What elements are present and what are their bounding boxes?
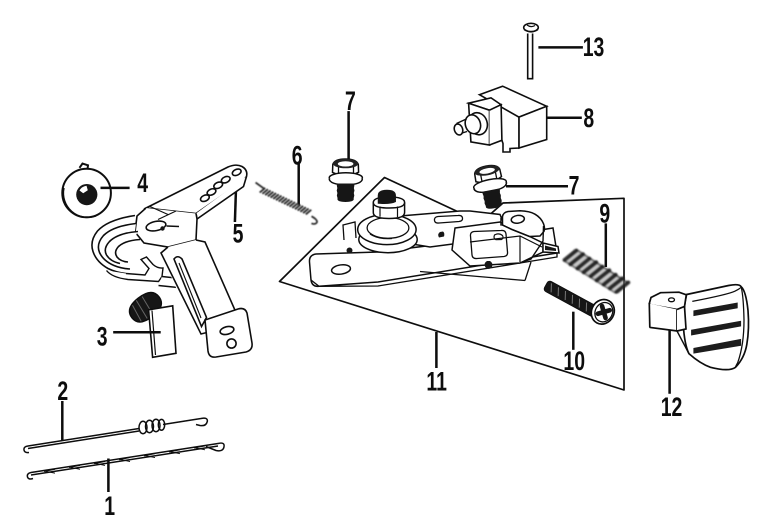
svg-text:8: 8 — [583, 103, 594, 133]
svg-text:3: 3 — [97, 321, 108, 351]
svg-text:11: 11 — [426, 366, 447, 396]
svg-text:5: 5 — [233, 218, 244, 248]
svg-text:1: 1 — [104, 491, 115, 521]
svg-text:6: 6 — [292, 140, 303, 170]
svg-text:10: 10 — [563, 346, 585, 376]
svg-text:12: 12 — [661, 392, 683, 422]
svg-text:4: 4 — [137, 168, 148, 198]
svg-text:2: 2 — [57, 376, 68, 406]
svg-text:7: 7 — [569, 170, 580, 200]
svg-text:9: 9 — [599, 198, 610, 228]
svg-text:7: 7 — [345, 86, 356, 116]
svg-text:13: 13 — [583, 32, 605, 62]
